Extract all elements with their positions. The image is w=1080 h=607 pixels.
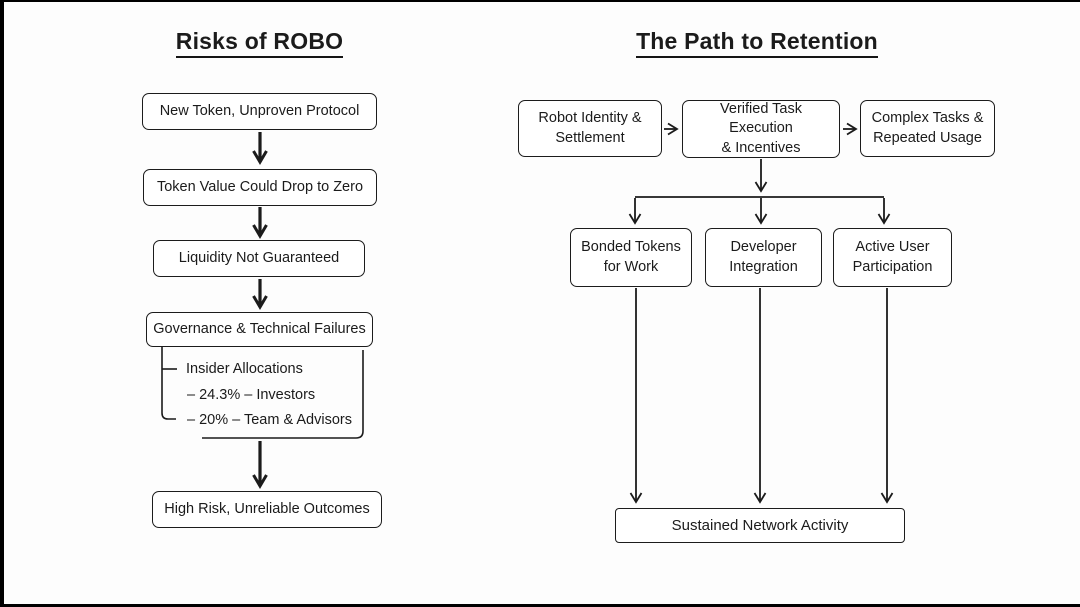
flow-box-complex-tasks: Complex Tasks & Repeated Usage <box>860 100 995 157</box>
flow-box-sustained-network: Sustained Network Activity <box>615 508 905 543</box>
right-diagram-title: The Path to Retention <box>607 28 907 58</box>
flow-box-governance: Governance & Technical Failures <box>146 312 373 347</box>
flow-box-new-token: New Token, Unproven Protocol <box>142 93 377 130</box>
left-diagram-title: Risks of ROBO <box>92 28 427 58</box>
bracket-left-line <box>161 347 176 420</box>
flow-box-active-user: Active User Participation <box>833 228 952 287</box>
flow-box-token-value: Token Value Could Drop to Zero <box>143 169 377 206</box>
flow-box-verified-task: Verified Task Execution & Incentives <box>682 100 840 158</box>
frame-edge-top <box>0 0 1080 2</box>
flow-box-developer-integration: Developer Integration <box>705 228 822 287</box>
flow-box-bonded-tokens: Bonded Tokens for Work <box>570 228 692 287</box>
flow-box-high-risk: High Risk, Unreliable Outcomes <box>152 491 382 528</box>
breakdown-item-investors: – 24.3% – Investors <box>187 387 316 403</box>
bracket-right-line <box>202 350 364 439</box>
frame-edge-bottom <box>0 604 1080 607</box>
flow-box-robot-identity: Robot Identity & Settlement <box>518 100 662 157</box>
frame-edge-left <box>0 0 4 607</box>
breakdown-item-insider-allocations: Insider Allocations <box>186 361 303 377</box>
breakdown-item-team-advisors: – 20% – Team & Advisors <box>187 412 352 428</box>
flow-box-liquidity: Liquidity Not Guaranteed <box>153 240 365 277</box>
